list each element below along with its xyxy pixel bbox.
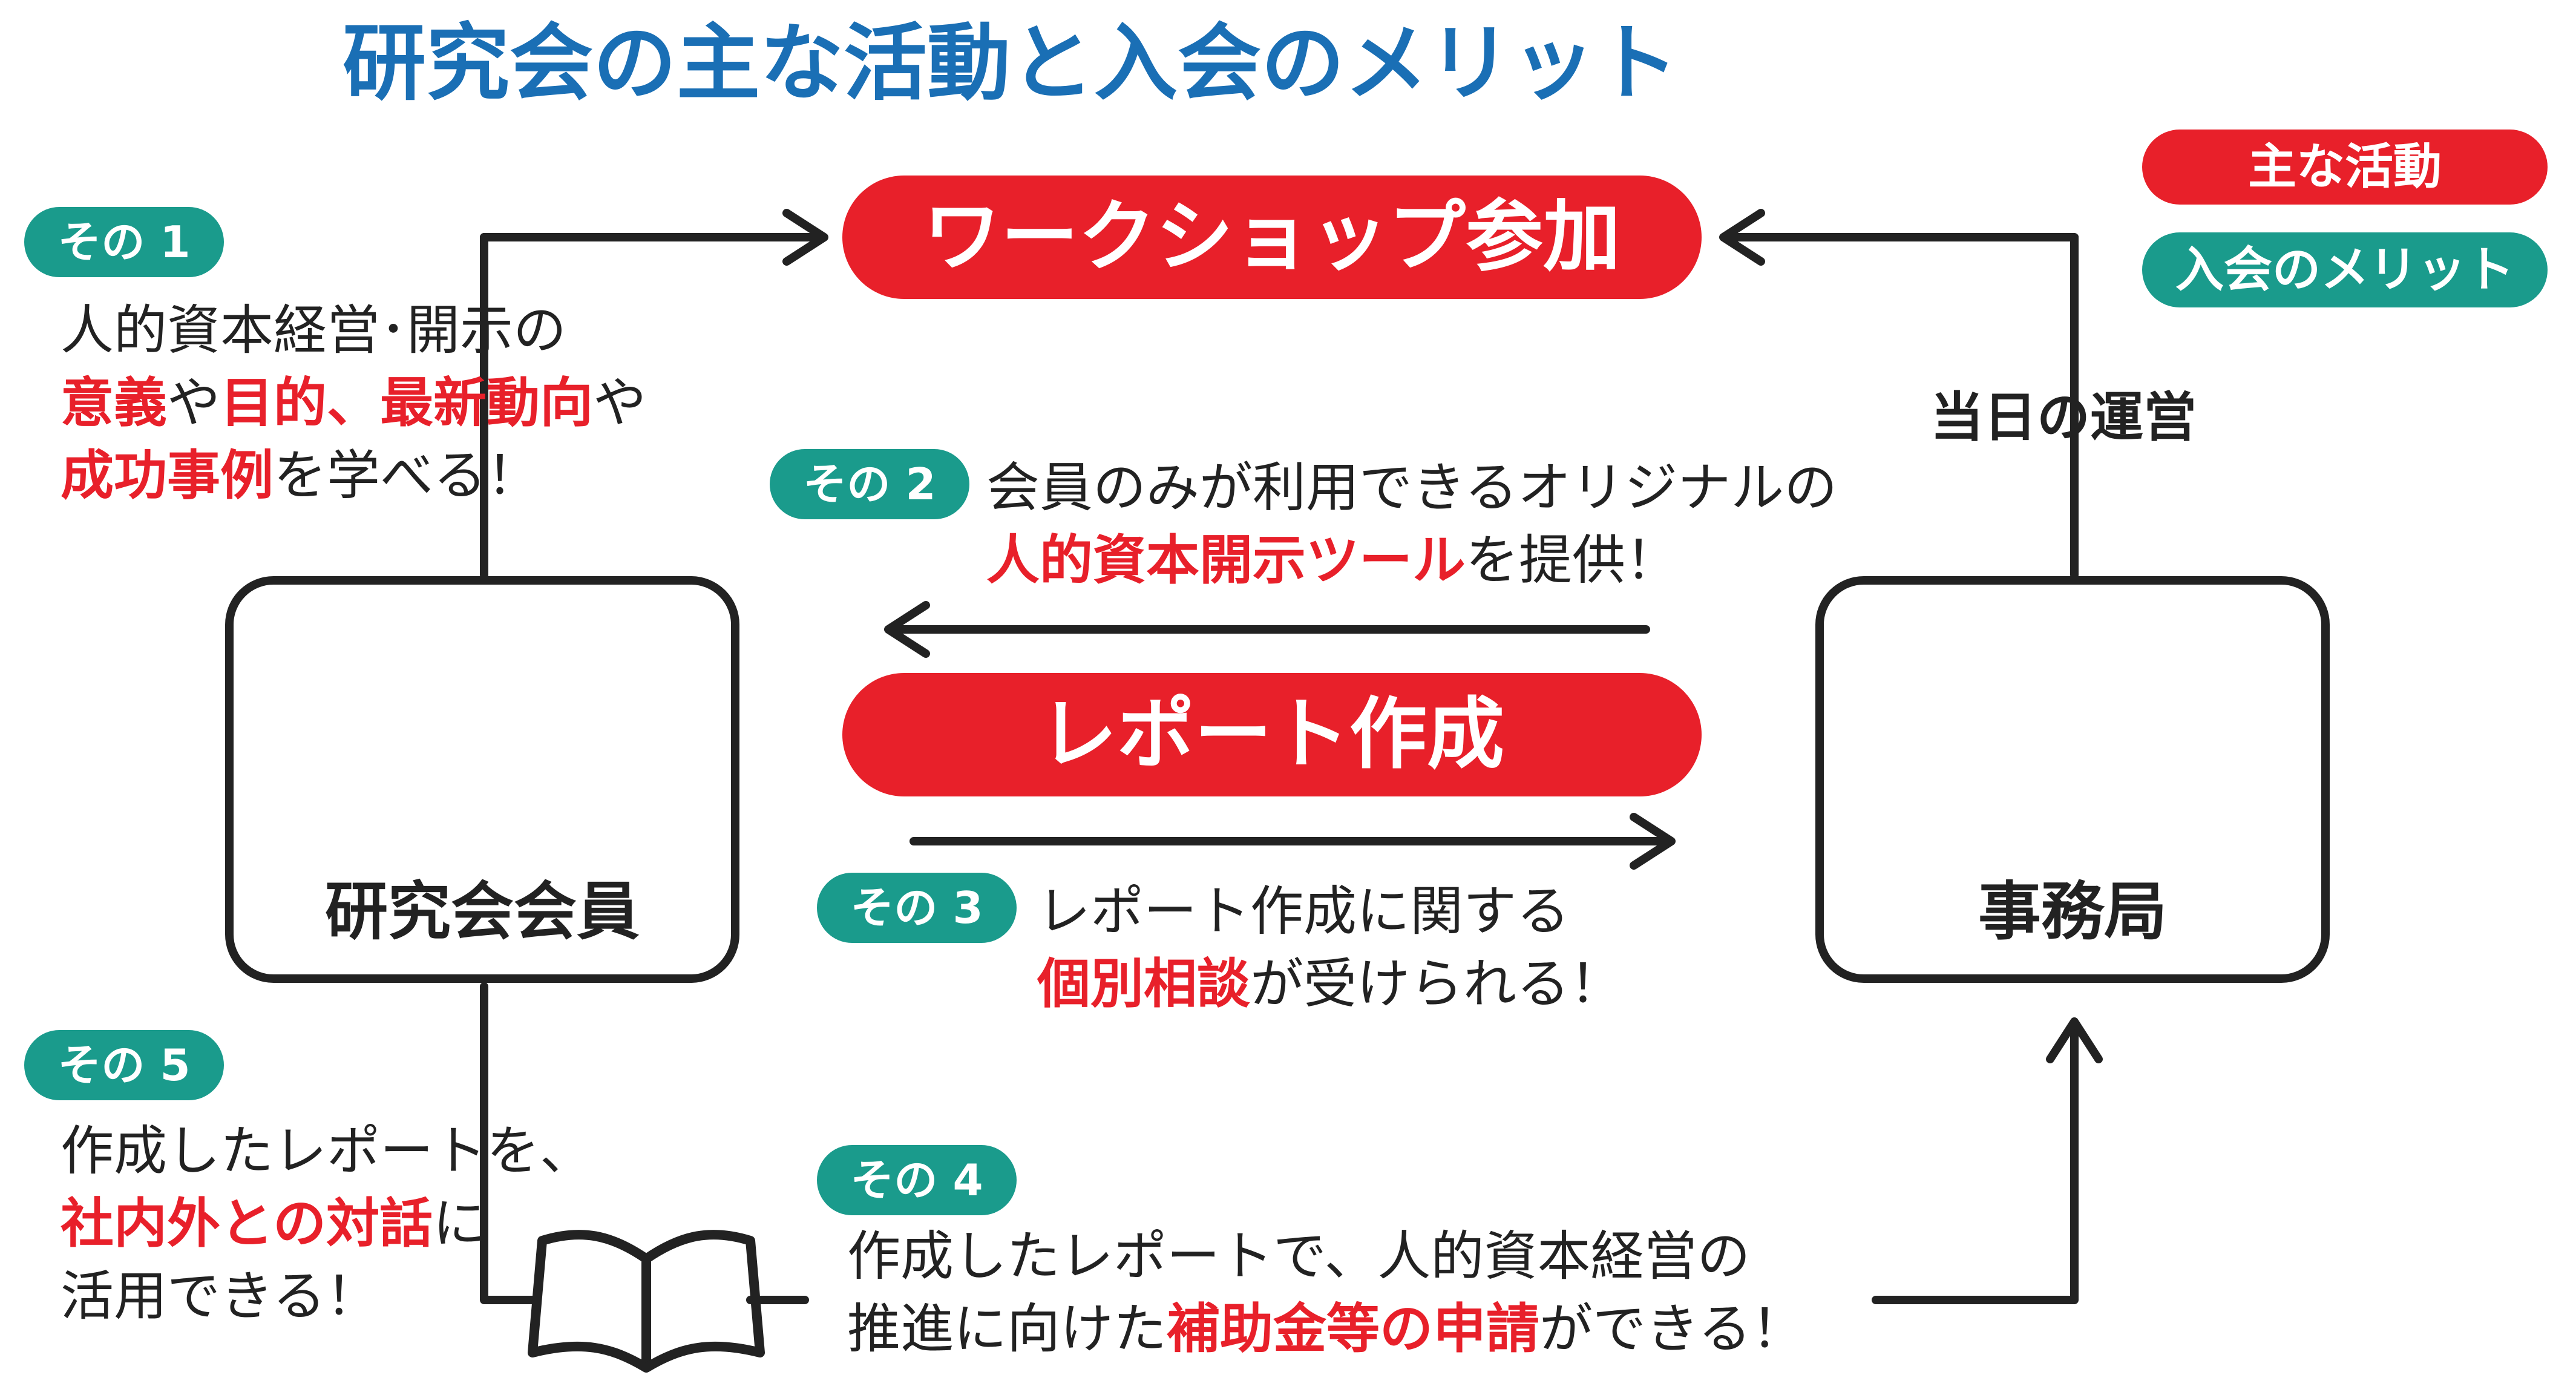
open-book-icon [528, 1230, 765, 1373]
merit-5-text-ni: に [433, 1192, 487, 1255]
merit-3-highlight-consult: 個別相談 [1037, 953, 1251, 1015]
merit-1-highlight-cases: 成功事例 [61, 444, 274, 507]
merit-4-text: 作成したレポートで、人的資本経営の 推進に向けた補助金等の申請ができる！ [847, 1220, 1804, 1365]
merit-2-text-provide: を提供！ [1466, 529, 1679, 591]
merit-5-line-3: 活用できる！ [61, 1265, 379, 1327]
merit-1-comma: 、 [327, 372, 381, 434]
merit-1-text-ya2: や [593, 372, 647, 434]
merit-5-text: 作成したレポートを、 社内外との対話に 活用できる！ [61, 1115, 593, 1333]
legend-activity: 主な活動 [2142, 130, 2548, 205]
merit-5-badge: その 5 [24, 1030, 224, 1100]
subsidy-line [1872, 1019, 2079, 1304]
merit-1-line-3: 成功事例を学べる！ [61, 439, 646, 512]
office-to-workshop-arrowhead [1719, 209, 1765, 266]
merit-1-text: 人的資本経営･開示の 意義や目的、最新動向や 成功事例を学べる！ [61, 294, 646, 512]
merit-1-text-ya: や [167, 372, 221, 434]
merit-3-text: レポート作成に関する 個別相談が受けられる！ [1037, 875, 1623, 1020]
subsidy-arrowhead [2046, 1017, 2103, 1063]
merit-2-line-2: 人的資本開示ツールを提供！ [986, 524, 1837, 597]
office-label: 事務局 [1978, 875, 2167, 948]
consult-arrowhead [1630, 813, 1676, 870]
merit-5-line-1: 作成したレポートを、 [61, 1120, 594, 1182]
merit-1-badge: その 1 [24, 207, 224, 277]
member-label: 研究会会員 [324, 875, 640, 948]
merit-2-line-1: 会員のみが利用できるオリジナルの [986, 456, 1838, 519]
merit-4-line-1: 作成したレポートで、人的資本経営の [847, 1225, 1751, 1287]
member-down-line [480, 982, 537, 1304]
report-activity: レポート作成 [842, 673, 1702, 796]
merit-1-line-2: 意義や目的、最新動向や [61, 367, 646, 439]
merit-5-highlight-dialogue: 社内外との対話 [61, 1192, 433, 1255]
merit-3-line-1: レポート作成に関する [1037, 880, 1570, 942]
merit-4-line-2: 推進に向けた補助金等の申請ができる！ [847, 1293, 1804, 1365]
merit-4-badge: その 4 [817, 1145, 1017, 1215]
merit-3-text-receive: が受けられる！ [1250, 953, 1624, 1015]
workshop-activity: ワークショップ参加 [842, 176, 1702, 299]
merit-3-badge: その 3 [817, 873, 1017, 943]
merit-4-highlight-subsidy: 補助金等の申請 [1167, 1298, 1540, 1360]
legend-merit: 入会のメリット [2142, 232, 2548, 307]
member-node [225, 576, 739, 983]
merit-1-text-learn: を学べる！ [274, 444, 540, 507]
merit-1-line-1: 人的資本経営･開示の [61, 299, 567, 361]
merit-1-highlight-significance: 意義 [61, 372, 168, 434]
merit-4-text-toward: 推進に向けた [847, 1298, 1167, 1360]
merit-5-line-2: 社内外との対話に [61, 1187, 593, 1260]
office-node [1815, 576, 2330, 983]
merit-1-highlight-purpose: 目的 [220, 372, 327, 434]
merit-2-highlight-tool: 人的資本開示ツール [986, 529, 1466, 591]
page-title: 研究会の主な活動と入会のメリット [342, 15, 1679, 112]
merit-2-badge: その 2 [770, 449, 969, 519]
merit-4-text-can: ができる！ [1539, 1298, 1805, 1360]
merit-3-line-2: 個別相談が受けられる！ [1037, 948, 1623, 1020]
merit-1-highlight-trends: 最新動向 [380, 372, 594, 434]
member-to-workshop-arrowhead [782, 209, 828, 266]
tool-arrowhead [884, 601, 930, 658]
day-operation-label: 当日の運営 [1930, 386, 2197, 448]
merit-2-text: 会員のみが利用できるオリジナルの 人的資本開示ツールを提供！ [986, 451, 1837, 597]
